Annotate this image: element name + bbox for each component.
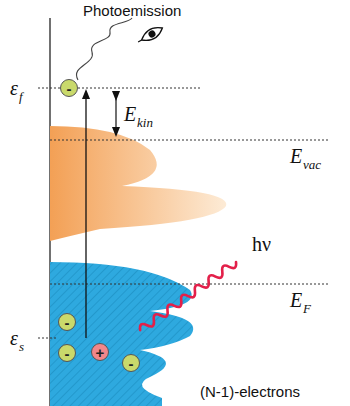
kinetic-energy-arrow xyxy=(115,96,116,132)
electron-circle: - xyxy=(58,344,76,362)
hole-circle: + xyxy=(91,343,109,361)
electron-wave xyxy=(76,18,132,80)
excitation-arrow xyxy=(85,94,86,338)
subscript: vac xyxy=(303,158,321,171)
energy-symbol: ε xyxy=(10,328,18,348)
charge-sign: - xyxy=(129,356,134,371)
vacuum-level-line xyxy=(50,140,330,141)
subscript: s xyxy=(19,340,24,353)
subscript: kin xyxy=(137,116,153,129)
energy-symbol: E xyxy=(290,146,302,166)
photon-label: hν xyxy=(252,234,271,254)
energy-symbol: ε xyxy=(10,78,18,98)
charge-sign: - xyxy=(65,315,70,330)
energy-symbol: E xyxy=(290,290,302,310)
fermi-level-line xyxy=(50,284,330,285)
subscript: F xyxy=(303,302,311,315)
initial-level-line xyxy=(38,338,58,339)
diagram-title: Photoemission xyxy=(83,2,181,19)
charge-sign: - xyxy=(67,81,72,96)
eye-icon xyxy=(136,24,165,47)
subscript: f xyxy=(19,90,23,103)
electron-circle: - xyxy=(60,79,78,97)
electron-circle: - xyxy=(58,313,76,331)
energy-symbol: E xyxy=(124,104,136,124)
electron-count-label: (N-1)-electrons xyxy=(200,384,300,399)
unoccupied-band xyxy=(50,126,226,241)
electron-circle: - xyxy=(122,354,140,372)
charge-sign: - xyxy=(65,346,70,361)
charge-sign: + xyxy=(96,345,105,360)
photon-wave xyxy=(138,259,238,334)
